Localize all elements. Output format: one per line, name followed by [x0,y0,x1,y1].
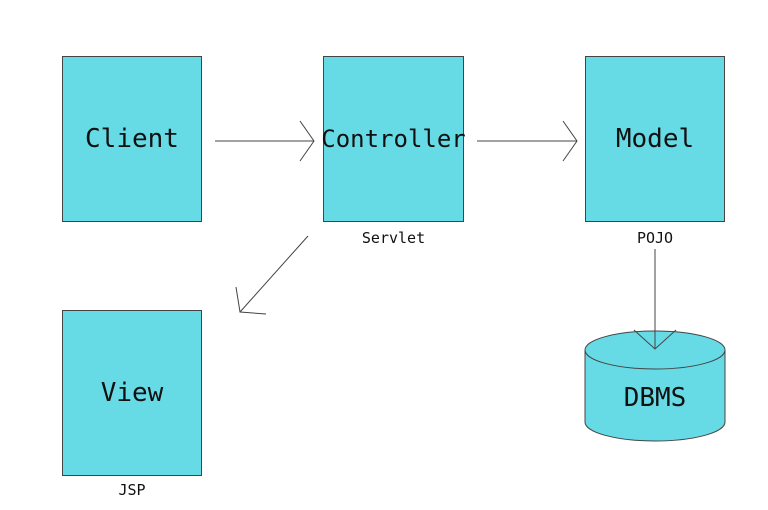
model-box: Model [585,56,725,222]
model-label: Model [615,124,695,154]
dbms-label: DBMS [623,383,687,413]
view-box: View [62,310,202,476]
view-caption: JSP [118,481,146,499]
client-box: Client [62,56,202,222]
controller-caption: Servlet [361,229,426,247]
client-label: Client [85,124,179,154]
view-label: View [100,378,164,408]
arrow-client-to-controller [215,120,315,162]
controller-box: Controller [321,56,466,222]
dbms-cylinder-body [584,350,726,442]
model-caption: POJO [636,229,674,247]
arrow-controller-to-view [235,235,309,315]
arrow-controller-to-model [477,120,578,162]
dbms-cylinder-top [584,330,726,370]
controller-label: Controller [321,125,466,153]
